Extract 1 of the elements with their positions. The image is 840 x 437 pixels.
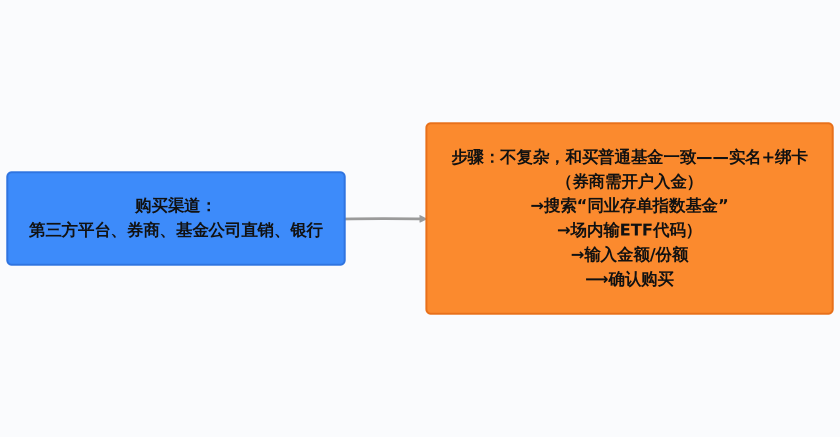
arrow: [345, 214, 428, 223]
